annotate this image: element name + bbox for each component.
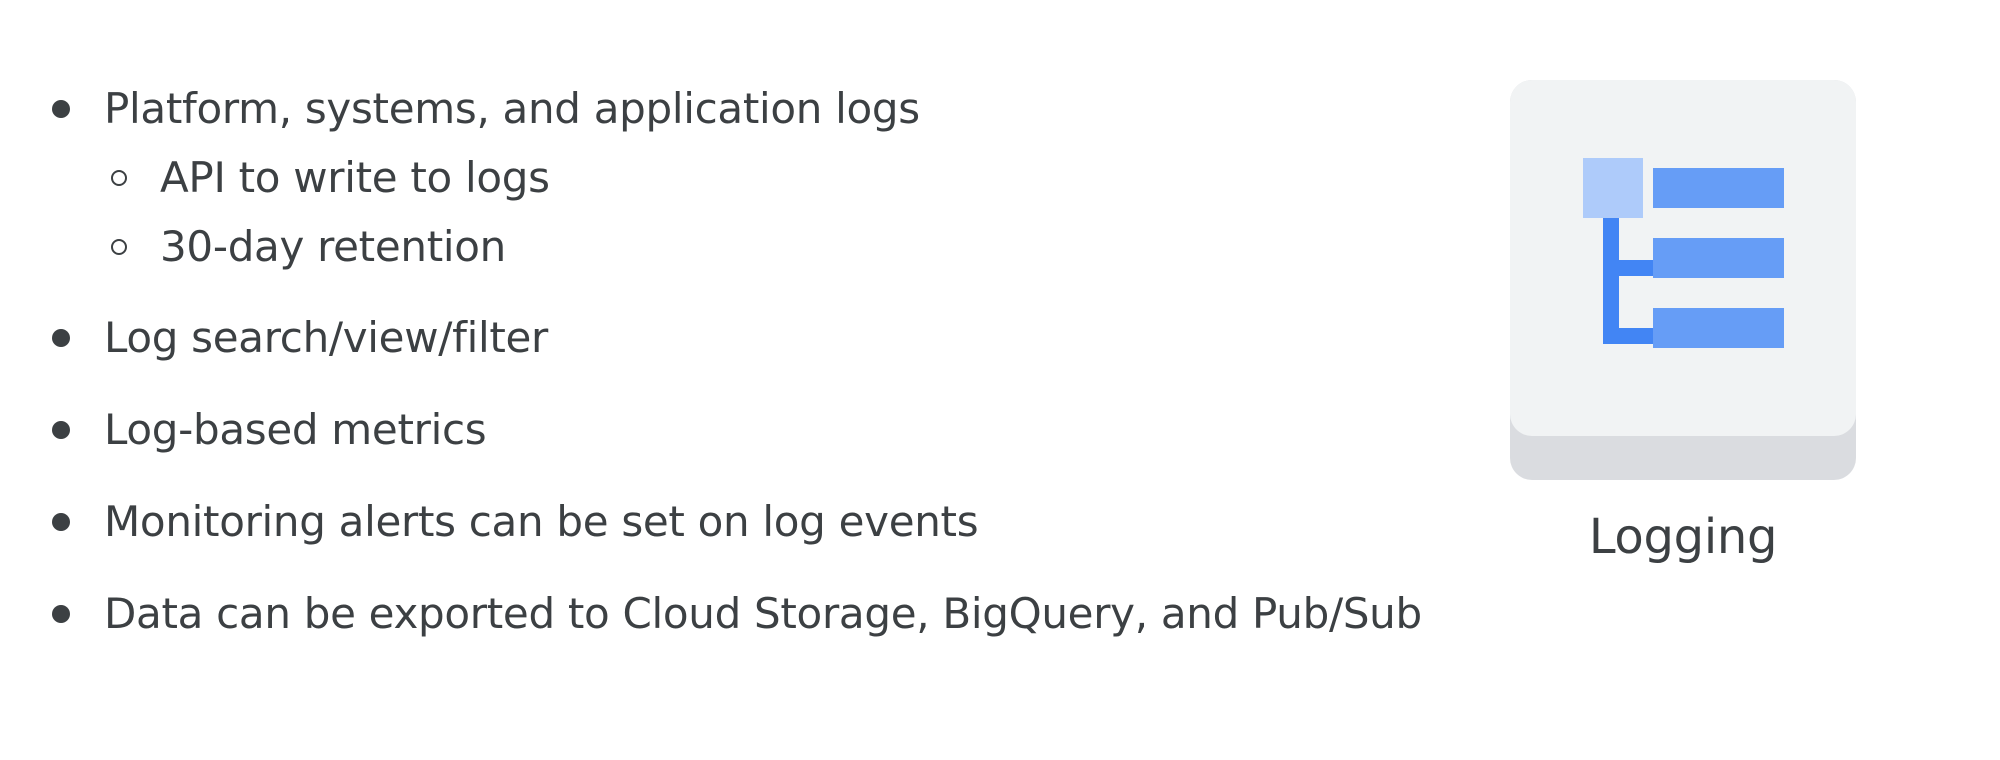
bullet-dot	[52, 513, 70, 531]
bullet-item: Data can be exported to Cloud Storage, B…	[104, 584, 1422, 644]
bullet-text: Platform, systems, and application logs	[104, 84, 920, 133]
bullet-item: Monitoring alerts can be set on log even…	[104, 492, 979, 552]
bullet-dot	[52, 100, 70, 118]
sub-bullet-ring	[111, 170, 127, 186]
sub-bullet-text: 30-day retention	[160, 222, 506, 271]
bullet-list: Platform, systems, and application logs …	[52, 79, 1422, 644]
bullet-text: Log-based metrics	[104, 405, 487, 454]
bullet-text: Log search/view/filter	[104, 313, 548, 362]
sub-bullet-item: 30-day retention	[160, 217, 506, 277]
bullet-dot	[52, 421, 70, 439]
bullet-item: Platform, systems, and application logs	[104, 79, 920, 139]
card-face	[1510, 80, 1856, 436]
bullet-text: Data can be exported to Cloud Storage, B…	[104, 589, 1422, 638]
sub-bullet-ring	[111, 239, 127, 255]
sub-bullet-item: API to write to logs	[160, 148, 550, 208]
logging-product-card	[1510, 80, 1856, 480]
bullet-item: Log-based metrics	[104, 400, 487, 460]
bullet-item: Log search/view/filter	[104, 308, 548, 368]
bullet-dot	[52, 329, 70, 347]
bullet-dot	[52, 605, 70, 623]
product-name: Logging	[1588, 509, 1778, 565]
bullet-text: Monitoring alerts can be set on log even…	[104, 497, 979, 546]
logging-icon	[1583, 158, 1784, 348]
sub-bullet-text: API to write to logs	[160, 153, 550, 202]
